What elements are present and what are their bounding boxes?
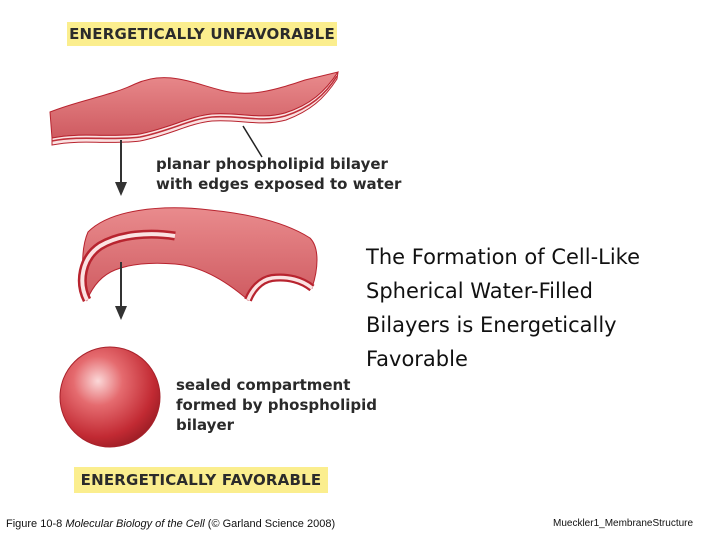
- slide-title: The Formation of Cell-Like Spherical Wat…: [366, 240, 706, 376]
- down-arrow-1: [115, 140, 127, 196]
- planar-bilayer-label: planar phospholipid bilayer with edges e…: [156, 154, 401, 194]
- title-line: Spherical Water-Filled: [366, 279, 593, 303]
- caption-book-title: Molecular Biology of the Cell: [65, 518, 205, 530]
- sealed-label-line: sealed compartment: [176, 376, 351, 394]
- planar-bilayer-sheet: [49, 71, 340, 158]
- sealed-label-line: bilayer: [176, 416, 235, 434]
- planar-label-line: planar phospholipid bilayer: [156, 155, 388, 173]
- down-arrow-2: [115, 262, 127, 320]
- energetically-unfavorable-banner: ENERGETICALLY UNFAVORABLE: [67, 22, 337, 46]
- figure-caption: Figure 10-8 Molecular Biology of the Cel…: [6, 518, 335, 530]
- curving-bilayer: [77, 207, 318, 303]
- title-line: Favorable: [366, 347, 468, 371]
- energetically-favorable-banner: ENERGETICALLY FAVORABLE: [74, 467, 328, 493]
- planar-label-line: with edges exposed to water: [156, 175, 402, 193]
- title-line: Bilayers is Energetically: [366, 313, 617, 337]
- sealed-label-line: formed by phospholipid: [176, 396, 377, 414]
- caption-prefix: Figure 10-8: [6, 518, 66, 530]
- caption-suffix: (© Garland Science 2008): [204, 518, 336, 530]
- sealed-sphere: [59, 346, 161, 448]
- title-line: The Formation of Cell-Like: [366, 245, 641, 269]
- slide-identifier: Mueckler1_MembraneStructure: [553, 518, 694, 529]
- sealed-compartment-label: sealed compartment formed by phospholipi…: [176, 375, 377, 435]
